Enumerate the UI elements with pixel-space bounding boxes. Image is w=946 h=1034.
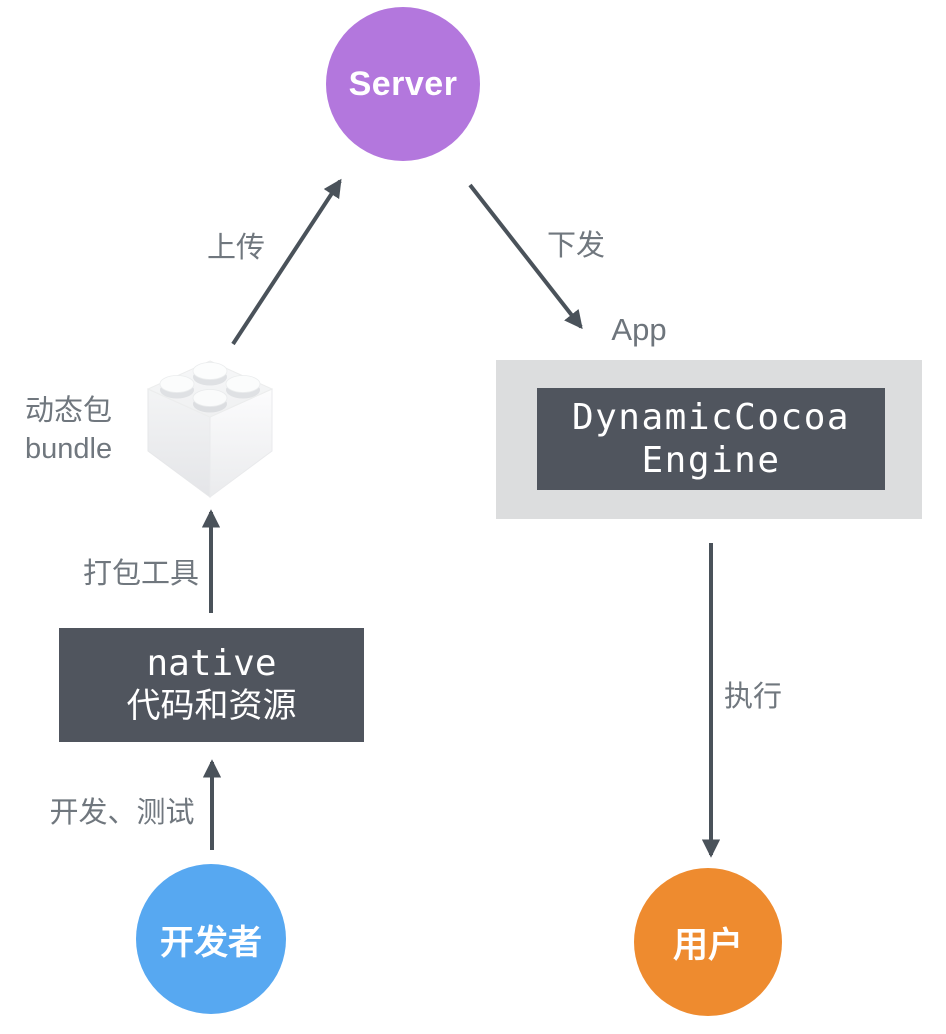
- server-node: Server: [326, 7, 480, 161]
- brick-studs: [159, 362, 261, 413]
- engine-label-line2: Engine: [641, 440, 781, 481]
- bundle-label-line2: bundle: [25, 433, 113, 465]
- distribute-label: 下发: [546, 230, 606, 262]
- lego-brick-icon: [146, 360, 274, 498]
- execute-label: 执行: [723, 681, 783, 713]
- engine-label-line1: DynamicCocoa: [571, 397, 851, 438]
- user-node: 用户: [634, 868, 782, 1016]
- developer-label: 开发者: [160, 923, 262, 962]
- developer-node: 开发者: [136, 864, 286, 1014]
- native-label-line1: native: [146, 643, 277, 684]
- app-label: App: [611, 312, 667, 347]
- package-tool-label: 打包工具: [82, 558, 200, 590]
- engine-box: DynamicCocoa Engine: [537, 388, 885, 490]
- bundle-label-line1: 动态包: [25, 395, 113, 427]
- native-label-line2: 代码和资源: [126, 687, 297, 725]
- native-box: native 代码和资源: [59, 628, 364, 742]
- bundle-label: 动态包 bundle: [25, 392, 112, 468]
- server-label: Server: [348, 64, 458, 103]
- user-label: 用户: [672, 925, 743, 965]
- develop-test-label: 开发、测试: [49, 797, 195, 829]
- upload-label: 上传: [206, 232, 266, 264]
